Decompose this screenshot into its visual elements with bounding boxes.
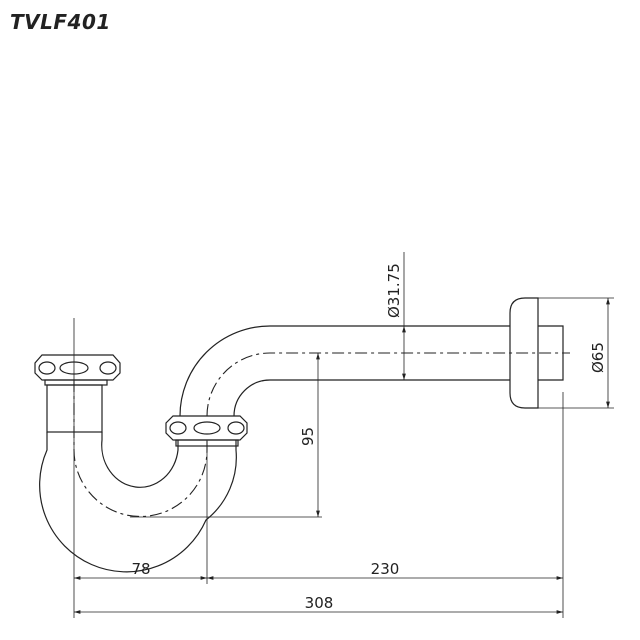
dim-label-inlet-to-trap: 78 xyxy=(131,560,150,578)
outlet-pipe xyxy=(179,325,570,417)
inlet-nut xyxy=(34,354,121,433)
dim-inlet-to-trap: 78 xyxy=(74,560,207,580)
wall-flange xyxy=(509,297,564,409)
dim-label-flange-diameter: Ø65 xyxy=(589,342,607,373)
dim-trap-to-wall: 230 xyxy=(207,560,563,580)
dim-label-overall-length: 308 xyxy=(305,594,334,612)
dim-label-trap-depth: 95 xyxy=(299,427,317,446)
dim-trap-depth: 95 xyxy=(299,353,320,517)
dim-label-pipe-diameter: Ø31.75 xyxy=(385,263,403,318)
dim-pipe-diameter: Ø31.75 xyxy=(385,252,406,380)
model-title: TVLF401 xyxy=(10,10,111,34)
dim-label-trap-to-wall: 230 xyxy=(371,560,400,578)
dim-flange-diameter: Ø65 xyxy=(589,298,610,408)
u-bend xyxy=(39,380,237,573)
dim-overall-length: 308 xyxy=(74,594,563,614)
